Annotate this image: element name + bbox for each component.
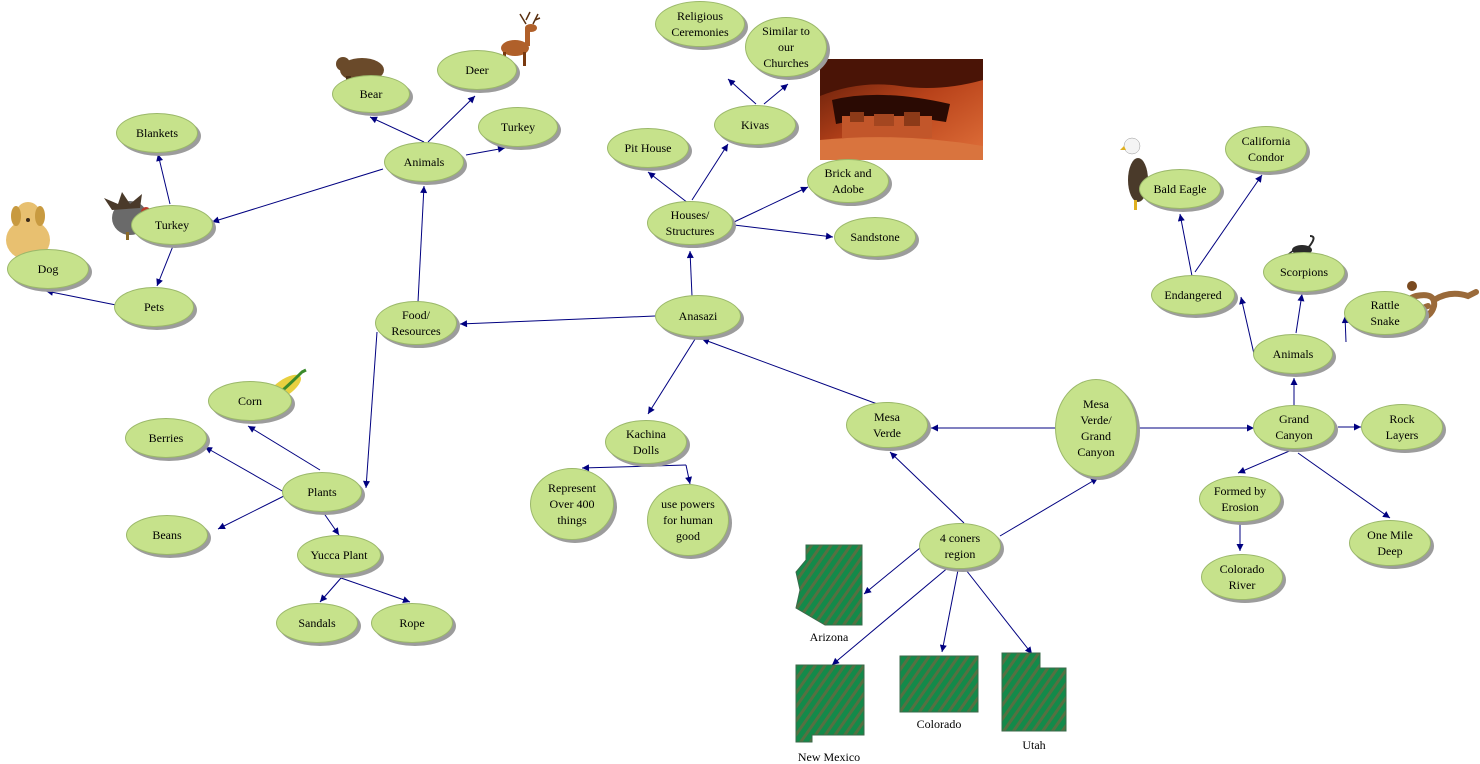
node-bald-eagle[interactable]: Bald Eagle — [1139, 169, 1221, 209]
node-food-resources[interactable]: Food/ Resources — [375, 301, 457, 345]
arizona-map-icon — [795, 544, 863, 626]
connector-arrow-23 — [647, 335, 698, 415]
connector-arrow-42 — [1297, 452, 1391, 519]
new-mexico-map-icon — [795, 664, 865, 743]
arizona-label: Arizona — [809, 630, 849, 644]
connector-arrow-7 — [156, 245, 174, 287]
connector-arrow-26 — [701, 338, 881, 406]
connector-arrow-37 — [1295, 293, 1305, 334]
connector-arrow-2 — [417, 185, 428, 303]
node-deer[interactable]: Deer — [437, 50, 517, 90]
node-formed-by-erosion[interactable]: Formed by Erosion — [1199, 476, 1281, 522]
node-kivas[interactable]: Kivas — [714, 105, 796, 145]
connector-arrow-15 — [340, 577, 411, 604]
node-four-corners[interactable]: 4 coners region — [919, 523, 1001, 569]
node-religious-ceremonies[interactable]: Religious Ceremonies — [655, 1, 745, 47]
connector-arrow-40 — [1194, 174, 1263, 273]
node-turkey[interactable]: Turkey — [131, 205, 213, 245]
utah-map-icon — [1001, 652, 1067, 732]
node-pit-house[interactable]: Pit House — [607, 128, 689, 168]
connector-arrow-18 — [691, 143, 729, 201]
node-anasazi[interactable]: Anasazi — [655, 295, 741, 337]
node-rattle-snake[interactable]: Rattle Snake — [1344, 291, 1426, 335]
colorado-map-icon — [899, 655, 979, 713]
connector-arrow-25 — [685, 464, 692, 485]
connector-arrow-9 — [363, 331, 378, 489]
node-represent-400[interactable]: Represent Over 400 things — [530, 468, 614, 540]
node-mesa-verde[interactable]: Mesa Verde — [846, 402, 928, 448]
node-plants[interactable]: Plants — [282, 472, 362, 512]
node-animals-grand-canyon[interactable]: Animals — [1253, 334, 1333, 374]
connector-arrow-16 — [686, 250, 694, 297]
connector-arrow-36 — [1239, 296, 1255, 355]
node-animals-food[interactable]: Animals — [384, 142, 464, 182]
node-one-mile-deep[interactable]: One Mile Deep — [1349, 520, 1431, 566]
connector-arrow-11 — [204, 446, 285, 493]
node-blankets[interactable]: Blankets — [116, 113, 198, 153]
connector-arrow-30 — [999, 477, 1099, 537]
utah-label: Utah — [1022, 738, 1046, 752]
connector-arrow-10 — [247, 425, 321, 471]
connector-arrow-24 — [581, 464, 687, 472]
node-bear[interactable]: Bear — [332, 75, 410, 113]
connector-arrow-3 — [369, 116, 425, 143]
node-rope[interactable]: Rope — [371, 603, 453, 643]
node-endangered[interactable]: Endangered — [1151, 275, 1235, 315]
connector-arrow-41 — [1237, 448, 1295, 474]
node-pets[interactable]: Pets — [114, 287, 194, 327]
colorado-label: Colorado — [916, 717, 962, 731]
connector-arrow-6 — [156, 153, 171, 205]
node-corn[interactable]: Corn — [208, 381, 292, 421]
node-similar-to-churches[interactable]: Similar to our Churches — [745, 17, 827, 77]
connector-arrow-14 — [319, 577, 342, 603]
connector-arrow-8 — [45, 288, 117, 306]
node-california-condor[interactable]: California Condor — [1225, 126, 1307, 172]
connector-arrow-31 — [863, 547, 921, 595]
node-use-powers[interactable]: use powers for human good — [647, 484, 729, 556]
node-kachina-dolls[interactable]: Kachina Dolls — [605, 420, 687, 464]
connector-arrow-0 — [459, 315, 656, 328]
node-grand-canyon[interactable]: Grand Canyon — [1253, 405, 1335, 449]
connector-arrow-34 — [965, 569, 1033, 655]
cliff-dwelling-photo — [820, 59, 983, 160]
connector-arrow-5 — [465, 145, 506, 156]
node-turkey-animal[interactable]: Turkey — [478, 107, 558, 147]
connector-arrow-12 — [217, 495, 285, 530]
node-berries[interactable]: Berries — [125, 418, 207, 458]
connector-arrow-38 — [1341, 315, 1349, 343]
node-colorado-river[interactable]: Colorado River — [1201, 554, 1283, 600]
node-rock-layers[interactable]: Rock Layers — [1361, 404, 1443, 450]
connector-arrow-22 — [733, 224, 834, 240]
deer-icon — [501, 11, 541, 66]
node-mesa-verde-grand-canyon[interactable]: Mesa Verde/ Grand Canyon — [1055, 379, 1137, 477]
connector-arrow-33 — [939, 569, 959, 653]
connector-arrow-20 — [763, 83, 789, 105]
connector-arrow-21 — [733, 186, 809, 223]
connector-arrow-4 — [427, 95, 476, 143]
connector-arrow-39 — [1177, 213, 1193, 277]
node-houses-structures[interactable]: Houses/ Structures — [647, 201, 733, 245]
connector-arrow-32 — [831, 565, 951, 666]
connector-arrow-1 — [211, 168, 384, 224]
connector-arrow-29 — [889, 451, 965, 524]
connector-arrow-19 — [727, 78, 757, 105]
node-sandstone[interactable]: Sandstone — [834, 217, 916, 257]
connector-arrow-17 — [647, 171, 689, 204]
connector-arrow-13 — [322, 511, 340, 536]
node-yucca-plant[interactable]: Yucca Plant — [297, 535, 381, 575]
node-beans[interactable]: Beans — [126, 515, 208, 555]
node-brick-adobe[interactable]: Brick and Adobe — [807, 159, 889, 203]
new-mexico-label: New Mexico — [797, 750, 861, 764]
node-scorpions[interactable]: Scorpions — [1263, 252, 1345, 292]
node-dog[interactable]: Dog — [7, 249, 89, 289]
node-sandals[interactable]: Sandals — [276, 603, 358, 643]
